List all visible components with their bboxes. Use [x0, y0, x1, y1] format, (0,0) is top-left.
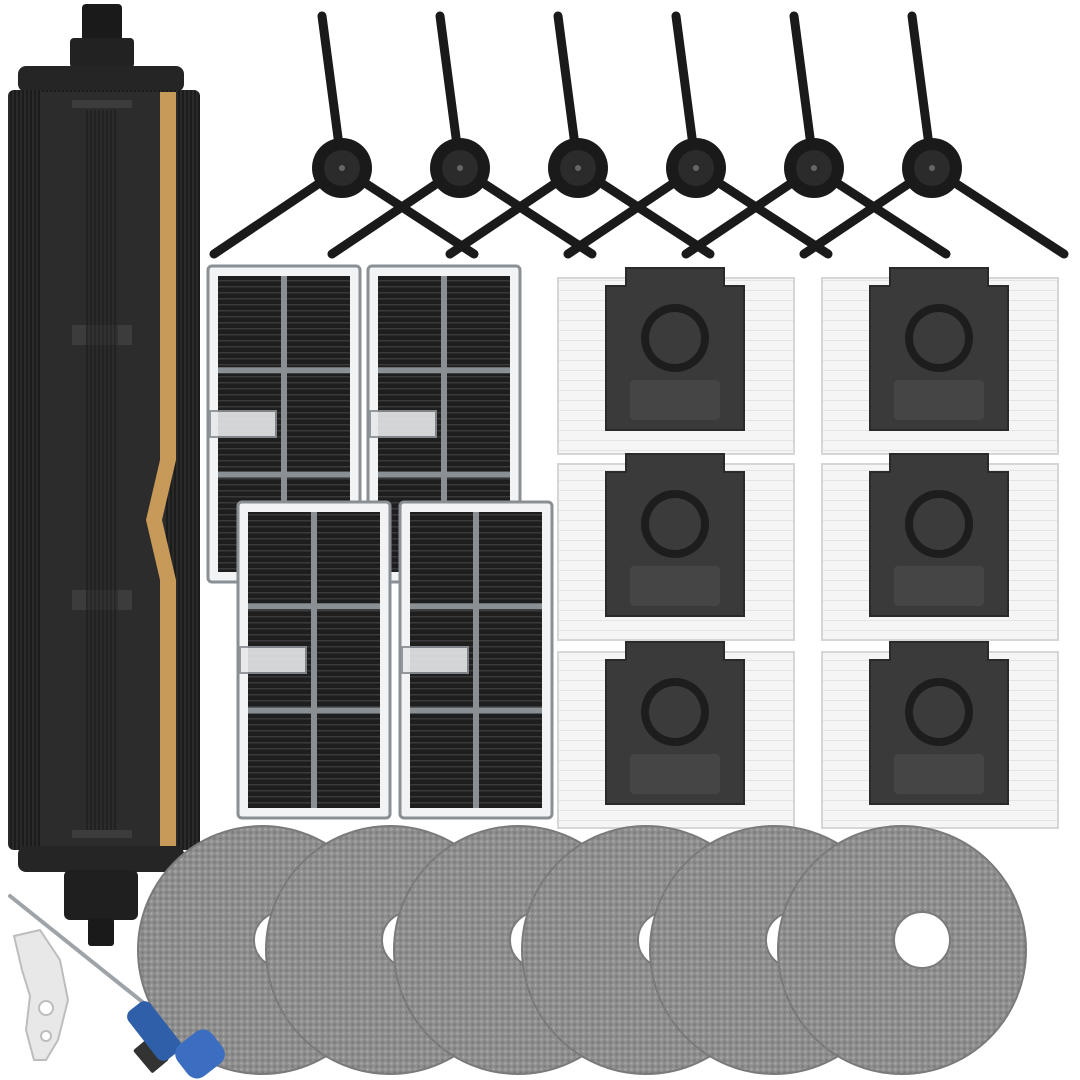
side-brush-icon — [327, 11, 597, 259]
side-brush-icon — [445, 11, 715, 259]
hepa-filters — [206, 264, 554, 820]
screwdriver — [8, 894, 225, 1079]
dust-bag-icon — [821, 453, 1059, 641]
side-brush-icon — [799, 11, 1069, 259]
dust-bag-icon — [557, 641, 795, 829]
dust-bag-icon — [821, 267, 1059, 455]
cleaning-tool — [12, 928, 169, 1073]
mop-pads — [137, 825, 1027, 1075]
dust-bag-icon — [557, 453, 795, 641]
mop-pad-icon — [777, 825, 1027, 1075]
dust-bag-icon — [821, 641, 1059, 829]
main-roller-brush — [8, 4, 200, 946]
side-brushes — [209, 11, 1069, 259]
side-brush-icon — [209, 11, 479, 259]
hepa-filter-icon — [236, 500, 392, 820]
side-brush-icon — [563, 11, 833, 259]
dust-bag-icon — [557, 267, 795, 455]
dust-bags — [557, 267, 1059, 829]
side-brush-icon — [681, 11, 951, 259]
hepa-filter-icon — [398, 500, 554, 820]
